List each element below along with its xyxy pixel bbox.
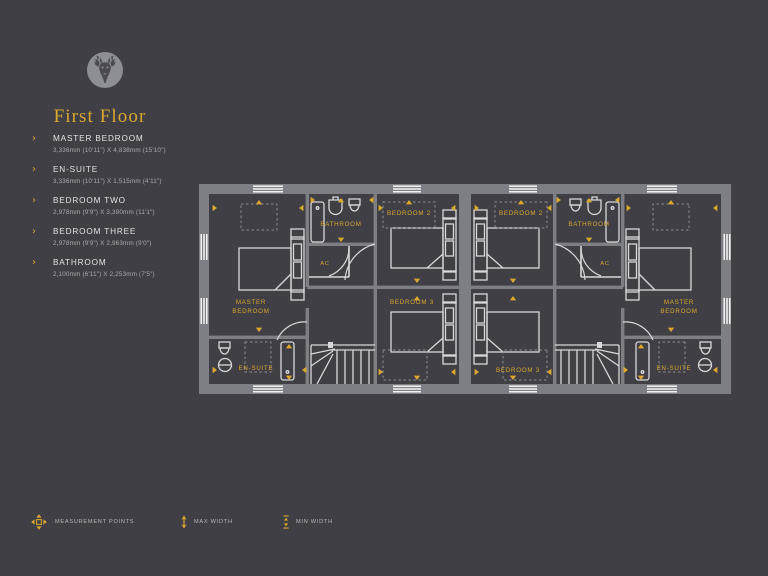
chevron-right-icon: › — [32, 164, 36, 175]
room-label-en-suite-right: EN-SUITE — [657, 365, 692, 372]
list-item: › BEDROOM TWO 2,978mm (9'9") X 3,390mm (… — [30, 195, 205, 218]
room-schedule-list: › MASTER BEDROOM 3,336mm (10'11") X 4,83… — [30, 133, 205, 288]
room-label-master-bedroom-right-2: BEDROOM — [660, 308, 697, 315]
legend-item-max-width: MAX WIDTH — [181, 512, 233, 532]
room-name: EN-SUITE — [53, 165, 99, 174]
room-name: BEDROOM TWO — [53, 196, 126, 205]
min-width-icon — [283, 515, 289, 529]
floor-plan-drawing: MASTER BEDROOM BATHROOM AC — [197, 182, 733, 396]
legend: MEASUREMENT POINTS MAX WIDTH MIN WIDTH — [30, 512, 470, 532]
chevron-right-icon: › — [32, 257, 36, 268]
page-title: First Floor — [53, 106, 147, 127]
room-dimensions: 2,978mm (9'9") X 3,390mm (11'1") — [53, 209, 155, 216]
list-item: › MASTER BEDROOM 3,336mm (10'11") X 4,83… — [30, 133, 205, 156]
room-dimensions: 2,100mm (6'11") X 2,253mm (7'5") — [53, 271, 155, 278]
room-name: BEDROOM THREE — [53, 227, 137, 236]
legend-label: MAX WIDTH — [194, 519, 233, 525]
chevron-right-icon: › — [32, 195, 36, 206]
room-label-bathroom: BATHROOM — [320, 221, 361, 228]
room-label-ac: AC — [320, 261, 329, 267]
room-label-bedroom-2-right: BEDROOM 2 — [499, 210, 543, 217]
sidebar: First Floor › MASTER BEDROOM 3,336mm (10… — [0, 0, 200, 500]
room-label-master-bedroom-2: BEDROOM — [232, 308, 269, 315]
room-dimensions: 3,336mm (10'11") X 1,515mm (4'11") — [53, 178, 162, 185]
room-label-en-suite: EN-SUITE — [239, 365, 274, 372]
stag-head-logo-icon — [82, 47, 128, 93]
list-item: › EN-SUITE 3,336mm (10'11") X 1,515mm (4… — [30, 164, 205, 187]
room-name: BATHROOM — [53, 258, 107, 267]
max-width-icon — [181, 515, 187, 529]
legend-label: MIN WIDTH — [296, 519, 333, 525]
measurement-points-icon — [31, 514, 47, 530]
list-item: › BATHROOM 2,100mm (6'11") X 2,253mm (7'… — [30, 257, 205, 280]
legend-item-measurement-points: MEASUREMENT POINTS — [30, 512, 134, 532]
legend-label: MEASUREMENT POINTS — [55, 519, 135, 525]
chevron-right-icon: › — [32, 133, 36, 144]
room-label-bedroom-2: BEDROOM 2 — [387, 210, 431, 217]
room-label-master-bedroom: MASTER — [236, 299, 266, 306]
room-label-master-bedroom-right: MASTER — [664, 299, 694, 306]
room-label-bedroom-3-right: BEDROOM 3 — [496, 367, 540, 374]
chevron-right-icon: › — [32, 226, 36, 237]
door-swing — [328, 247, 350, 277]
legend-item-min-width: MIN WIDTH — [283, 512, 333, 532]
room-label-ac-right: AC — [600, 261, 609, 267]
list-item: › BEDROOM THREE 2,978mm (9'9") X 2,963mm… — [30, 226, 205, 249]
room-dimensions: 3,336mm (10'11") X 4,838mm (15'10") — [53, 147, 166, 154]
room-dimensions: 2,978mm (9'9") X 2,963mm (9'0") — [53, 240, 152, 247]
room-label-bedroom-3: BEDROOM 3 — [390, 299, 434, 306]
room-label-bathroom-right: BATHROOM — [568, 221, 609, 228]
room-name: MASTER BEDROOM — [53, 134, 144, 143]
